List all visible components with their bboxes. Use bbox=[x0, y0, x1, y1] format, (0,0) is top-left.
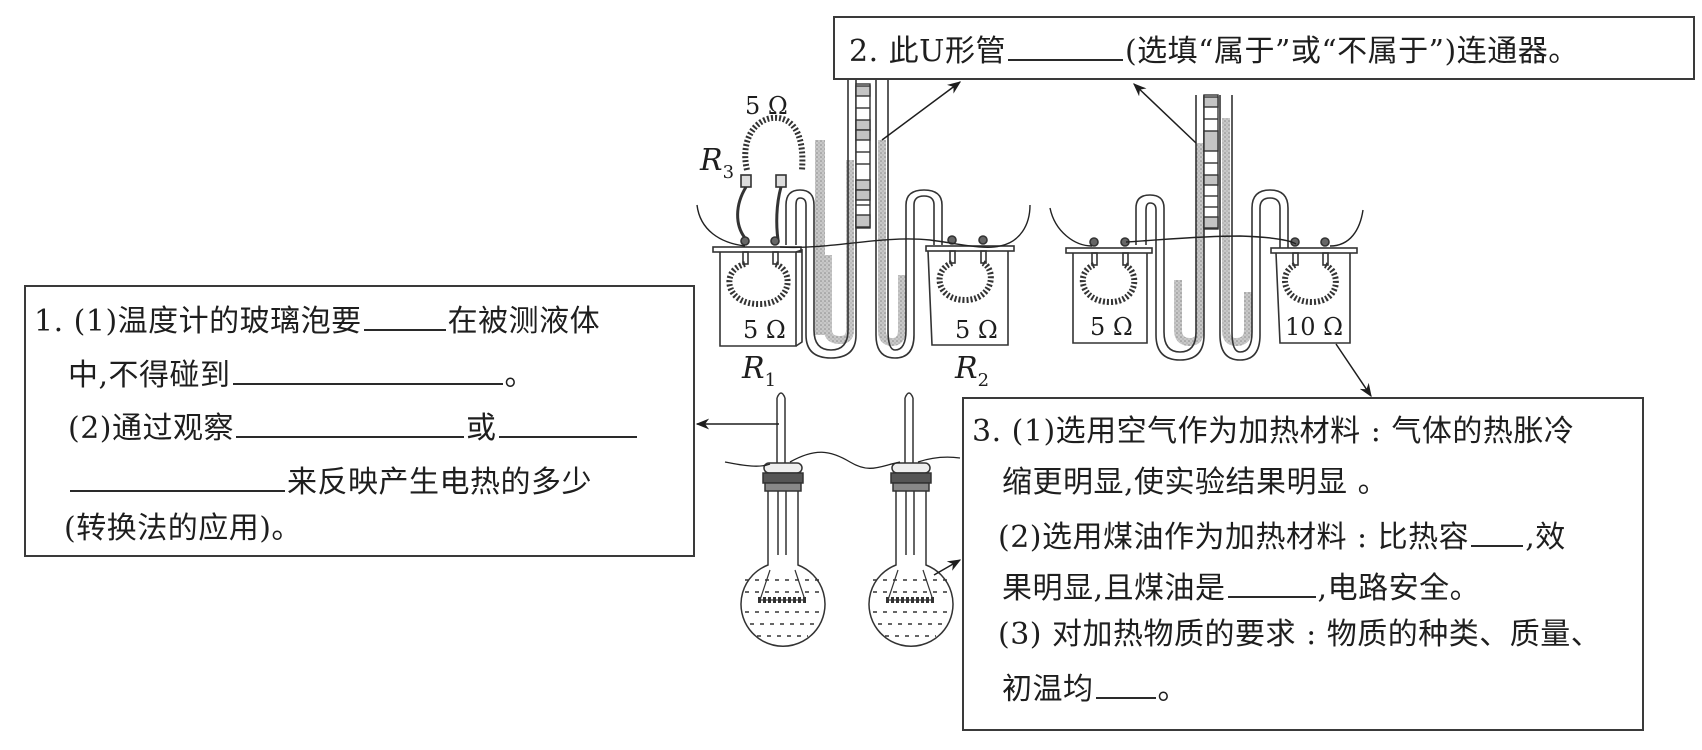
scale-ruler-left bbox=[855, 83, 871, 229]
r3-label: R3 bbox=[699, 143, 734, 183]
container-5ohm bbox=[1065, 237, 1153, 344]
box1-line1-prefix: 1. (1)温度计的玻璃泡要 bbox=[34, 304, 362, 339]
r3-value-label: 5 Ω bbox=[745, 92, 788, 120]
wires-left bbox=[696, 204, 1031, 249]
blank-not-touch[interactable] bbox=[232, 357, 503, 385]
flask-right bbox=[868, 392, 954, 647]
box3-line-2: 缩更明显,使实验结果明显 。 bbox=[1002, 465, 1389, 500]
callout-box-3: 3. (1)选用空气作为加热材料 : 气体的热胀冷 缩更明显,使实验结果明显 。… bbox=[962, 397, 1644, 731]
box1-line-3: (2)通过观察 或 bbox=[68, 410, 639, 444]
box3-line3-prefix: (2)选用煤油作为加热材料 : 比热容 bbox=[998, 520, 1470, 555]
callout-box-2: 2. 此U形管 (选填“属于”或“不属于”)连通器。 bbox=[833, 16, 1695, 80]
box1-line4-suffix: 来反映产生电热的多少 bbox=[287, 465, 592, 500]
r1-label: R1 bbox=[741, 351, 776, 391]
box1-line3-prefix: (2)通过观察 bbox=[68, 411, 234, 446]
box3-line-5: (3) 对加热物质的要求 : 物质的种类、质量、 bbox=[998, 617, 1602, 652]
box1-line3-or: 或 bbox=[466, 411, 497, 446]
blank-observe-2a[interactable] bbox=[498, 410, 637, 438]
container-10ohm bbox=[1270, 237, 1358, 344]
box1-line-4: 来反映产生电热的多少 bbox=[68, 464, 592, 498]
blank-initial-temp[interactable] bbox=[1095, 671, 1156, 699]
box3-line6-prefix: 初温均 bbox=[1002, 672, 1094, 707]
arrow-to-box2-right bbox=[1133, 83, 1197, 144]
box1-line2-prefix: 中,不得碰到 bbox=[68, 358, 231, 393]
box3-line3-suffix: ,效 bbox=[1525, 520, 1566, 555]
arrow-to-box3-left bbox=[933, 559, 962, 576]
box3-line6-suffix: 。 bbox=[1157, 672, 1188, 707]
box3-line-6: 初温均 。 bbox=[1002, 671, 1188, 705]
flask-left bbox=[740, 392, 826, 647]
arrow-to-box3-top bbox=[1335, 343, 1372, 398]
u-tube-right-setup-left bbox=[1135, 95, 1205, 361]
box1-line2-suffix: 。 bbox=[504, 358, 536, 393]
u-tube-right bbox=[875, 80, 943, 359]
box2-suffix: (选填“属于”或“不属于”)连通器。 bbox=[1124, 34, 1579, 69]
blank-kerosene-property[interactable] bbox=[1227, 570, 1316, 598]
box1-line-2: 中,不得碰到 。 bbox=[68, 357, 535, 391]
r2-label: R2 bbox=[954, 351, 989, 391]
callout-arrows bbox=[695, 81, 1372, 576]
blank-specific-heat[interactable] bbox=[1471, 519, 1524, 547]
box3-line-1: 3. (1)选用空气作为加热材料 : 气体的热胀冷 bbox=[972, 414, 1575, 449]
arrow-to-box2-left bbox=[881, 81, 962, 141]
container-r2 bbox=[925, 235, 1015, 346]
right-setup: 5 Ω 10 Ω bbox=[1049, 94, 1364, 361]
box1-line1-suffix: 在被测液体 bbox=[447, 304, 601, 339]
flask-wires bbox=[724, 451, 961, 469]
blank-connected-vessel[interactable] bbox=[1007, 33, 1123, 61]
box3-line4-suffix: ,电路安全。 bbox=[1317, 571, 1481, 606]
u-tube-right-setup-right bbox=[1219, 95, 1289, 361]
box3-line-4: 果明显,且煤油是 ,电路安全。 bbox=[1002, 570, 1480, 604]
u-tube-left bbox=[785, 80, 857, 359]
resistor-10ohm-label: 10 Ω bbox=[1285, 313, 1343, 341]
scale-ruler-right bbox=[1203, 94, 1219, 230]
box3-line-3: (2)选用煤油作为加热材料 : 比热容 ,效 bbox=[998, 519, 1566, 553]
container-r1 bbox=[712, 236, 803, 347]
callout-box-1: 1. (1)温度计的玻璃泡要 在被测液体 中,不得碰到 。 (2)通过观察 或 来反映… bbox=[24, 285, 695, 557]
blank-immerse[interactable] bbox=[363, 303, 446, 331]
r2-value-label: 5 Ω bbox=[955, 316, 998, 344]
r1-value-label: 5 Ω bbox=[743, 316, 786, 344]
box2-prefix: 2. 此U形管 bbox=[849, 34, 1006, 69]
box1-line-1: 1. (1)温度计的玻璃泡要 在被测液体 bbox=[34, 303, 600, 337]
wires-right bbox=[1049, 207, 1364, 247]
blank-observe-2b[interactable] bbox=[70, 464, 285, 492]
box1-line-5: (转换法的应用)。 bbox=[64, 511, 302, 546]
left-setup: 5 Ω R3 5 Ω R1 5 Ω R2 bbox=[696, 80, 1031, 391]
resistor-r3 bbox=[736, 114, 806, 241]
box3-line4-prefix: 果明显,且煤油是 bbox=[1002, 571, 1226, 606]
box2-text: 2. 此U形管 (选填“属于”或“不属于”)连通器。 bbox=[849, 33, 1579, 67]
blank-observe-1[interactable] bbox=[236, 410, 464, 438]
resistor-5ohm-label: 5 Ω bbox=[1090, 313, 1133, 341]
